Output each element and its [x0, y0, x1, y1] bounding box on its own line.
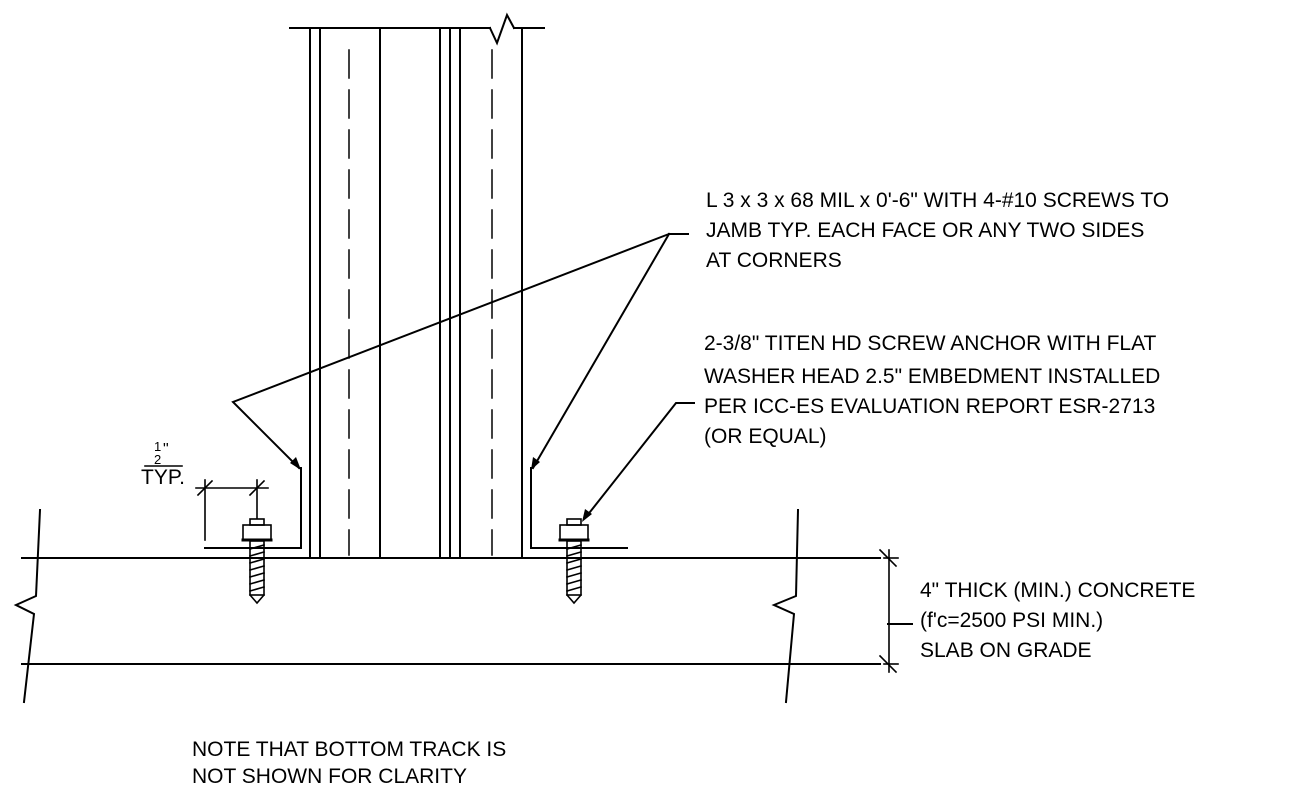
arrowheads — [290, 457, 592, 522]
angle-note-line-1: L 3 x 3 x 68 MIL x 0'-6" WITH 4-#10 SCRE… — [706, 189, 1170, 212]
bottom-track-note: NOTE THAT BOTTOM TRACK IS NOT SHOWN FOR … — [192, 736, 506, 790]
screw-anchor-right — [558, 518, 590, 605]
concrete-slab — [13, 508, 881, 704]
jamb-stud — [289, 12, 545, 559]
slab-thickness-dimension — [878, 548, 899, 674]
angle-clip-right — [530, 467, 628, 549]
slab-note-line-2: (f'c=2500 PSI MIN.) — [920, 609, 1104, 632]
bottom-note-line-2: NOT SHOWN FOR CLARITY — [192, 765, 467, 788]
dimension-denominator: 2 — [154, 452, 162, 467]
leader-anchor — [588, 402, 695, 514]
slab-note: 4" THICK (MIN.) CONCRETE (f'c=2500 PSI M… — [920, 576, 1195, 666]
dimension-numerator: 1 — [154, 439, 162, 454]
dimension-typ-label: TYP. — [141, 466, 185, 489]
anchor-note-line-4: (OR EQUAL) — [704, 425, 827, 448]
angle-clip-left — [204, 467, 302, 549]
anchor-note-line-1: 2-3/8" TITEN HD SCREW ANCHOR WITH FLAT — [704, 332, 1157, 355]
screw-anchor-left — [241, 518, 273, 605]
anchor-note-line-3: PER ICC-ES EVALUATION REPORT ESR-2713 — [704, 395, 1156, 418]
slab-note-line-3: SLAB ON GRADE — [920, 639, 1092, 662]
slab-note-line-1: 4" THICK (MIN.) CONCRETE — [920, 579, 1196, 602]
angle-note-line-2: JAMB TYP. EACH FACE OR ANY TWO SIDES — [706, 219, 1145, 242]
bottom-note-line-1: NOTE THAT BOTTOM TRACK IS — [192, 738, 507, 761]
anchor-note: 2-3/8" TITEN HD SCREW ANCHOR WITH FLAT W… — [704, 329, 1160, 452]
leader-angle — [231, 232, 689, 470]
anchor-note-line-2: WASHER HEAD 2.5" EMBEDMENT INSTALLED — [704, 365, 1161, 388]
angle-note-line-3: AT CORNERS — [706, 249, 842, 272]
dimension-inch-mark: " — [163, 441, 169, 458]
angle-note: L 3 x 3 x 68 MIL x 0'-6" WITH 4-#10 SCRE… — [706, 186, 1169, 276]
edge-distance-dimension — [144, 465, 269, 541]
